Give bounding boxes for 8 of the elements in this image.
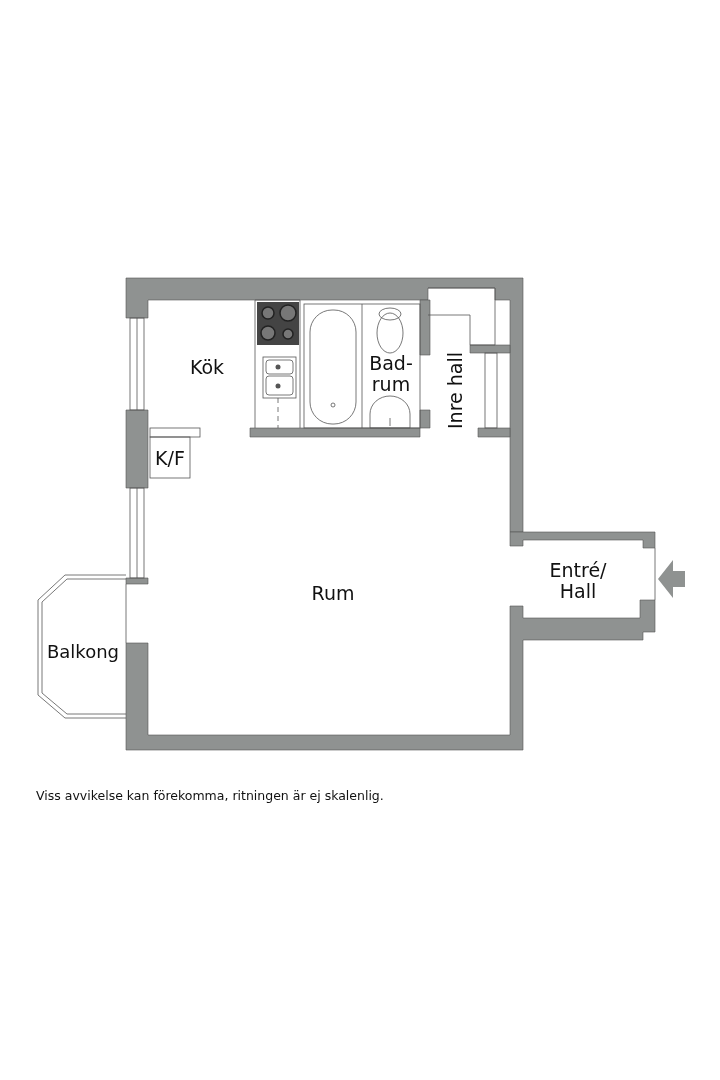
disclaimer-note: Viss avvikelse kan förekomma, ritningen är ej skalenlig. <box>36 788 384 803</box>
appliance-label: K/F <box>154 448 186 469</box>
room-label: Kök <box>188 357 226 378</box>
room-label: Entré/ Hall <box>548 560 608 602</box>
room-label: Bad- rum <box>368 353 414 395</box>
room-label: Balkong <box>46 641 120 662</box>
room-label: Rum <box>310 583 356 604</box>
room-label: Inre hall <box>444 351 466 431</box>
